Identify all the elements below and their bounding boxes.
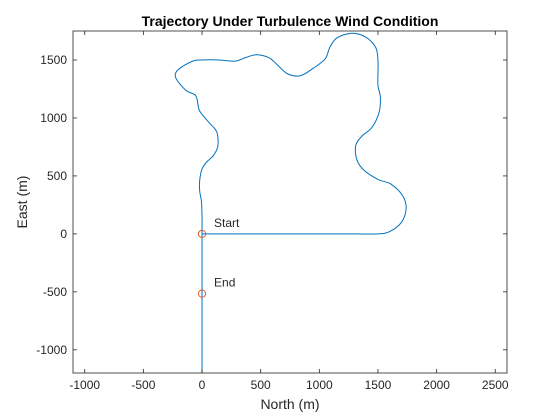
marker-end-point [197,289,207,298]
trajectory-line-0 [174,32,407,373]
y-tick-label: 1000 [40,111,67,125]
y-tick-label: 1500 [40,53,67,67]
y-axis: -1000 -500 0 500 1000 1500 [36,53,507,357]
marker-end-label: End [214,276,235,290]
x-tick-label: 2000 [423,378,450,392]
x-axis: -1000 -500 0 500 1000 1500 2000 2500 [69,31,509,392]
x-tick-label: 1500 [365,378,392,392]
y-tick-label: -500 [43,285,67,299]
x-tick-label: -1000 [69,378,100,392]
chart-title: Trajectory Under Turbulence Wind Conditi… [142,13,439,29]
x-tick-label: -500 [131,378,155,392]
x-axis-title: North (m) [260,396,319,412]
x-tick-label: 500 [251,378,271,392]
x-tick-label: 1000 [306,378,333,392]
x-tick-label: 0 [199,378,206,392]
x-tick-label: 2500 [482,378,509,392]
y-axis-title: East (m) [14,176,30,229]
trajectory-line-layer [174,32,407,373]
marker-start-point [197,229,207,238]
y-tick-label: 0 [60,227,67,241]
y-tick-label: -1000 [36,343,67,357]
plot-frame [72,30,508,374]
marker-start-label: Start [214,216,240,230]
plot-area [73,31,507,373]
y-tick-label: 500 [47,169,67,183]
